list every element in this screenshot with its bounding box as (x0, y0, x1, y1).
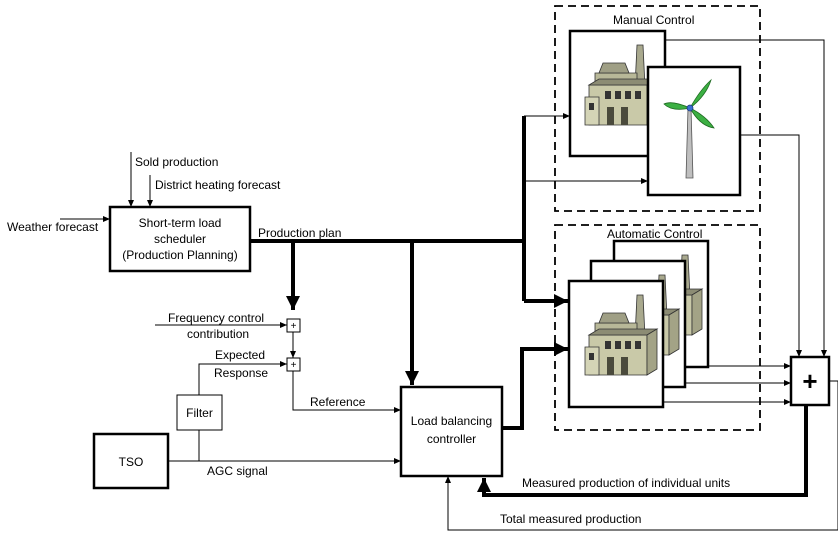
controller-label-1: Load balancing (411, 414, 492, 428)
district-heating-label: District heating forecast (155, 178, 281, 192)
controller-label-2: controller (427, 432, 476, 446)
response-label: Response (214, 366, 268, 380)
production-plan-label: Production plan (258, 226, 341, 240)
scheduler-label-2: scheduler (154, 232, 206, 246)
wind-turbine-icon (663, 78, 715, 179)
short-term-load-scheduler (108, 205, 252, 273)
total-sum-node (789, 355, 831, 407)
frequency-control-label-2: contribution (187, 327, 249, 341)
scheduler-label-1: Short-term load (139, 216, 222, 230)
weather-forecast-label: Weather forecast (7, 220, 99, 234)
automatic-control-label: Automatic Control (607, 227, 702, 241)
sum-symbol: + (291, 360, 297, 371)
automatic-control-group (554, 224, 761, 431)
expected-label: Expected (215, 348, 265, 362)
filter-block (176, 394, 223, 431)
total-measured-label: Total measured production (500, 512, 641, 526)
reference-label: Reference (310, 395, 366, 409)
measured-individual-label: Measured production of individual units (522, 476, 730, 490)
scheduler-label-3: (Production Planning) (122, 248, 237, 262)
frequency-control-label-1: Frequency control (168, 311, 264, 325)
wind-turbine-unit (646, 65, 742, 197)
manual-control-label: Manual Control (613, 13, 694, 27)
load-balancing-controller (399, 385, 504, 478)
sum-symbol: + (291, 321, 297, 332)
sold-production-label: Sold production (135, 155, 218, 169)
filter-label: Filter (186, 406, 213, 420)
tso-label: TSO (119, 455, 144, 469)
agc-signal-label: AGC signal (207, 464, 268, 478)
manual-control-group (554, 5, 761, 212)
tso-block (92, 432, 170, 490)
total-sum-symbol: + (802, 366, 817, 396)
